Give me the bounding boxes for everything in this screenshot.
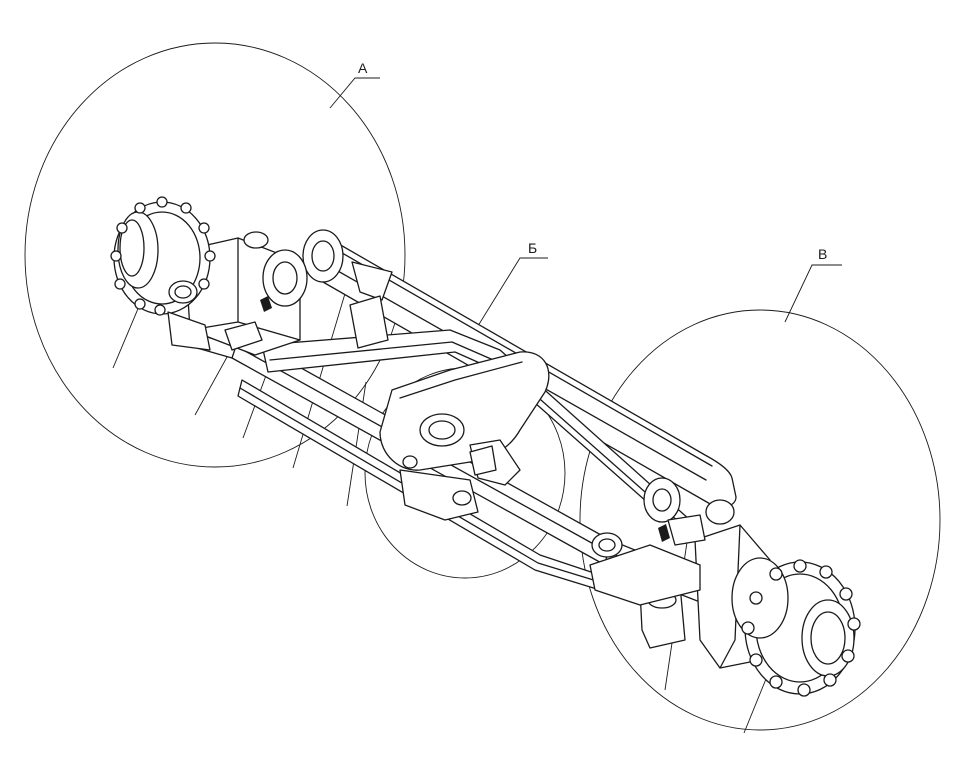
detail-circle-v bbox=[579, 309, 941, 731]
label-v: В bbox=[818, 246, 827, 262]
callout-a: А bbox=[329, 60, 380, 109]
right-hub-bolts bbox=[741, 559, 861, 697]
right-hub bbox=[589, 477, 856, 695]
detail-circle-a bbox=[24, 42, 406, 468]
callout-b: Б bbox=[459, 240, 548, 356]
callout-v: В bbox=[784, 246, 842, 323]
label-a: А bbox=[358, 60, 368, 76]
gussets bbox=[260, 261, 670, 542]
left-hub bbox=[113, 201, 308, 356]
left-hub-bolts bbox=[110, 196, 216, 316]
label-b: Б bbox=[528, 240, 537, 256]
